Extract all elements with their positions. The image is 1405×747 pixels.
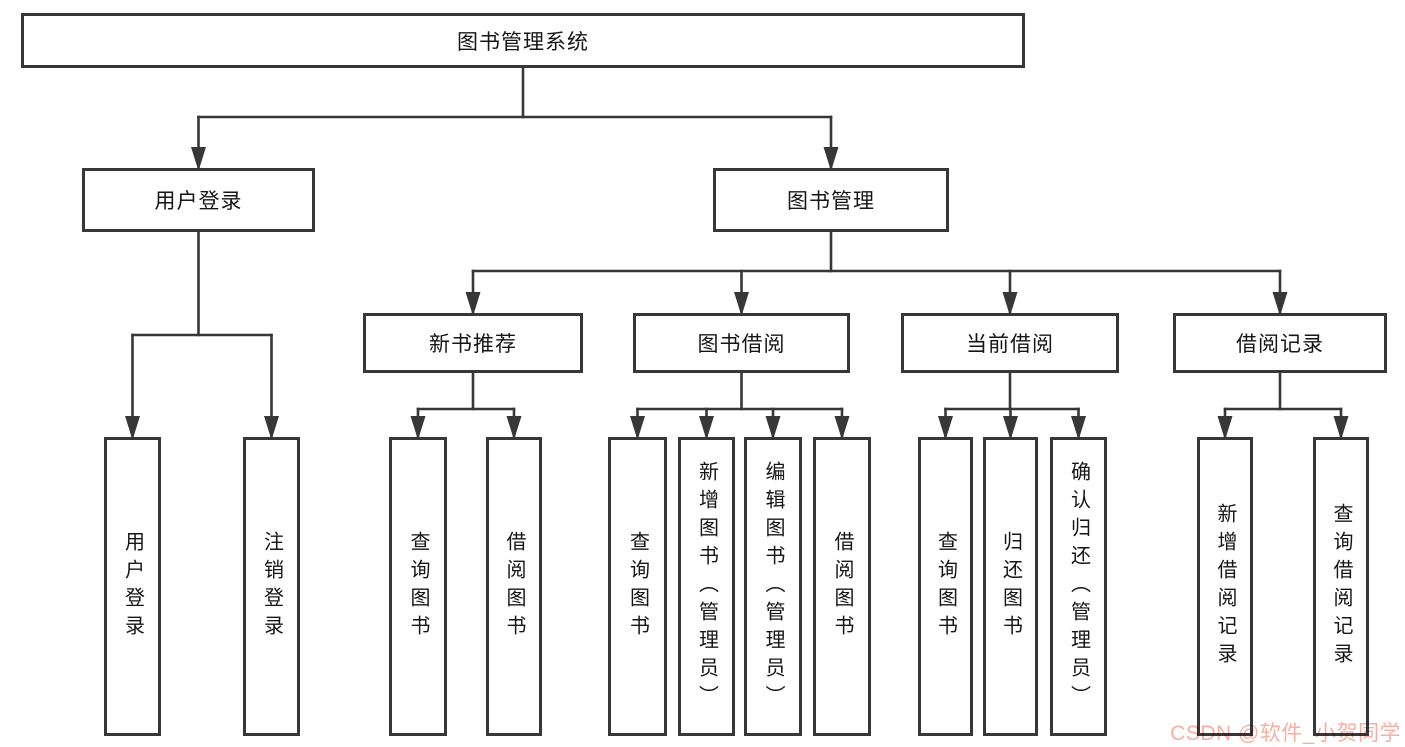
node-label-user-login: 用户登录 xyxy=(154,190,243,213)
node-l-b-query: 查询图书 xyxy=(608,437,667,736)
node-l-user-login: 用户登录 xyxy=(104,437,161,736)
node-label-l-c-confirm: 确认归还（管理员） xyxy=(1067,460,1090,713)
arrowhead-current xyxy=(1002,292,1018,316)
arrowhead-records xyxy=(1272,292,1288,316)
watermark-text: CSDN @软件_小贺同学 xyxy=(1170,722,1401,745)
node-l-b-add: 新增图书（管理员） xyxy=(678,437,735,736)
arrowhead-l-c-confirm xyxy=(1071,416,1086,440)
arrowhead-l-logout xyxy=(264,416,279,440)
node-current: 当前借阅 xyxy=(901,313,1119,373)
node-records: 借阅记录 xyxy=(1173,313,1387,373)
node-label-root: 图书管理系统 xyxy=(457,30,589,54)
node-book-mgmt: 图书管理 xyxy=(713,168,949,232)
node-label-current: 当前借阅 xyxy=(966,333,1054,356)
node-user-login: 用户登录 xyxy=(82,168,315,232)
node-l-b-edit: 编辑图书（管理员） xyxy=(744,437,802,736)
node-label-l-nb-borrow: 借阅图书 xyxy=(503,530,525,643)
arrowhead-l-r-add xyxy=(1217,416,1233,440)
node-label-l-user-login: 用户登录 xyxy=(121,530,144,643)
node-label-l-r-add: 新增借阅记录 xyxy=(1214,502,1236,671)
arrowhead-new-book xyxy=(465,292,481,316)
arrowhead-l-b-add xyxy=(699,416,714,440)
node-l-r-query: 查询借阅记录 xyxy=(1313,437,1369,736)
node-l-b-borrow: 借阅图书 xyxy=(813,437,871,736)
arrowhead-l-b-edit xyxy=(765,416,781,440)
arrowhead-l-b-query xyxy=(630,416,645,440)
arrowhead-l-r-query xyxy=(1333,416,1349,440)
arrowhead-book-mgmt xyxy=(823,147,839,171)
arrowhead-l-nb-borrow xyxy=(506,416,522,440)
node-label-new-book: 新书推荐 xyxy=(429,333,517,356)
node-root: 图书管理系统 xyxy=(21,13,1025,68)
node-borrow: 图书借阅 xyxy=(633,313,850,373)
node-label-l-c-query: 查询图书 xyxy=(934,530,957,643)
node-l-nb-borrow: 借阅图书 xyxy=(486,437,542,736)
node-label-l-c-return: 归还图书 xyxy=(999,530,1022,643)
node-l-r-add: 新增借阅记录 xyxy=(1197,437,1253,736)
arrowhead-l-c-return xyxy=(1003,416,1018,440)
node-label-l-nb-query: 查询图书 xyxy=(407,530,429,643)
arrowhead-user-login xyxy=(191,147,206,171)
arrowhead-l-b-borrow xyxy=(834,416,850,440)
node-new-book: 新书推荐 xyxy=(363,313,583,373)
node-l-c-confirm: 确认归还（管理员） xyxy=(1050,437,1107,736)
node-l-c-query: 查询图书 xyxy=(918,437,973,736)
arrowhead-l-user-login xyxy=(125,416,140,440)
node-l-c-return: 归还图书 xyxy=(983,437,1038,736)
node-l-logout: 注销登录 xyxy=(243,437,300,736)
node-label-book-mgmt: 图书管理 xyxy=(787,190,875,213)
node-label-l-b-query: 查询图书 xyxy=(626,530,649,643)
node-label-l-b-add: 新增图书（管理员） xyxy=(695,460,718,713)
arrowhead-l-c-query xyxy=(938,416,953,440)
node-l-nb-query: 查询图书 xyxy=(389,437,447,736)
node-label-borrow: 图书借阅 xyxy=(697,333,786,356)
node-label-l-b-borrow: 借阅图书 xyxy=(831,530,853,643)
node-label-l-b-edit: 编辑图书（管理员） xyxy=(762,460,784,713)
node-label-l-logout: 注销登录 xyxy=(260,530,283,643)
node-label-l-r-query: 查询借阅记录 xyxy=(1330,502,1352,671)
arrowhead-l-nb-query xyxy=(410,416,426,440)
node-label-records: 借阅记录 xyxy=(1236,333,1324,356)
arrowhead-borrow xyxy=(734,292,749,316)
